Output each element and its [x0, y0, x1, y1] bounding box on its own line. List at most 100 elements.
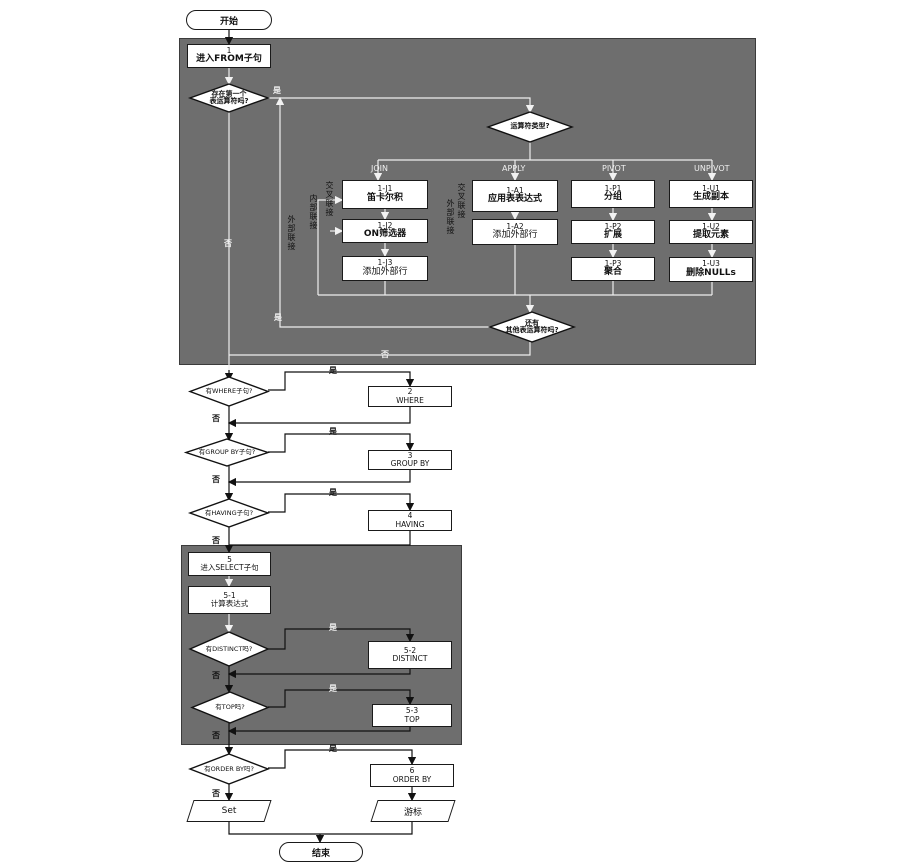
decision-operator-type: 运算符类型? — [485, 111, 575, 143]
end-terminal: 结束 — [279, 842, 363, 862]
step-number: 1-U1 — [702, 183, 720, 193]
step-6-order-by: 6 ORDER BY — [370, 764, 454, 787]
output-set-label: Set — [221, 806, 237, 816]
no-label-having: 否 — [212, 536, 220, 545]
output-cursor: 游标 — [374, 800, 452, 822]
step-number: 6 — [409, 766, 415, 776]
step-1-u3-remove-nulls: 1-U3 删除NULLs — [669, 257, 753, 282]
step-text: 进入FROM子句 — [196, 54, 262, 65]
step-number: 1-U2 — [702, 221, 720, 231]
step-1-p3-aggregate: 1-P3 聚合 — [571, 257, 655, 281]
step-text: 计算表达式 — [210, 599, 249, 608]
step-text: 提取元素 — [692, 230, 729, 241]
step-1-enter-from: 1 进入FROM子句 — [187, 44, 271, 68]
step-2-where: 2 WHERE — [368, 386, 452, 407]
decision-order-by: 有ORDER BY吗? — [188, 753, 270, 785]
label-cross-apply: 交叉联接 — [457, 183, 466, 219]
step-text: 进入SELECT子句 — [200, 563, 259, 572]
step-text: ORDER BY — [392, 774, 432, 784]
step-number: 3 — [407, 450, 413, 460]
start-terminal: 开始 — [186, 10, 272, 30]
decision-having: 有HAVING子句? — [187, 498, 271, 528]
branch-label-unpivot: UNPIVOT — [694, 164, 730, 173]
label-inner-join: 内部联接 — [309, 194, 318, 230]
step-1-u2-extract-elements: 1-U2 提取元素 — [669, 220, 753, 244]
branch-label-pivot: PIVOT — [602, 164, 626, 173]
step-number: 1-P1 — [604, 183, 622, 193]
step-text: DISTINCT — [392, 654, 428, 663]
yes-label-group-by: 是 — [329, 427, 337, 436]
decision-more-operators: 还有 其他表运算符吗? — [487, 311, 577, 343]
decision-distinct: 有DISTINCT吗? — [188, 631, 270, 667]
step-number: 5-2 — [403, 645, 417, 655]
step-number: 1 — [226, 45, 232, 55]
no-label-order-by: 否 — [212, 789, 220, 798]
label-outer-apply: 外部联接 — [446, 199, 455, 235]
step-number: 5-1 — [223, 590, 236, 600]
step-1-a2-add-outer: 1-A2 添加外部行 — [472, 219, 558, 245]
label-cross-join: 交叉联接 — [325, 181, 334, 217]
step-1-p1-group: 1-P1 分组 — [571, 180, 655, 208]
step-number: 1-P3 — [604, 258, 622, 268]
step-number: 1-J2 — [377, 220, 393, 230]
yes-label-order-by: 是 — [329, 744, 337, 753]
decision-line-2: 表运算符吗? — [209, 97, 249, 105]
decision-line-1: 有HAVING子句? — [204, 508, 254, 517]
step-text: 生成副本 — [692, 192, 729, 203]
no-label-distinct: 否 — [212, 671, 220, 680]
output-cursor-label: 游标 — [403, 807, 422, 818]
decision-top: 有TOP吗? — [190, 691, 270, 724]
step-text: 添加外部行 — [362, 266, 408, 277]
step-1-j1-cartesian: 1-J1 笛卡尔积 — [342, 180, 428, 209]
decision-line-1: 有TOP吗? — [215, 703, 245, 712]
label-outer-join: 外部联接 — [287, 215, 296, 251]
no-label-group-by: 否 — [212, 475, 220, 484]
step-1-j2-on-filter: 1-J2 ON筛选器 — [342, 219, 428, 243]
decision-line-1: 有GROUP BY子句? — [198, 448, 256, 457]
step-text: 笛卡尔积 — [366, 192, 403, 203]
step-5-2-distinct: 5-2 DISTINCT — [368, 641, 452, 669]
decision-first-operator: 存在第一个 表运算符吗? — [187, 83, 271, 113]
step-text: 应用表表达式 — [487, 194, 542, 205]
yes-label-top: 是 — [329, 684, 337, 693]
yes-label-more-ops: 是 — [274, 313, 282, 322]
step-1-p2-spread: 1-P2 扩展 — [571, 220, 655, 244]
from-clause-region — [179, 38, 756, 365]
decision-line-1: 存在第一个 — [211, 89, 247, 98]
branch-label-apply: APPLY — [502, 164, 526, 173]
decision-line-1: 有WHERE子句? — [205, 387, 253, 396]
step-5-enter-select: 5 进入SELECT子句 — [188, 552, 271, 576]
step-text: HAVING — [395, 519, 425, 529]
step-number: 1-A2 — [506, 221, 524, 231]
branch-label-join: JOIN — [371, 164, 388, 173]
no-label-more-ops: 否 — [381, 350, 389, 359]
decision-group-by: 有GROUP BY子句? — [183, 438, 271, 467]
decision-line-1: 运算符类型? — [510, 122, 550, 131]
step-1-u1-generate-copies: 1-U1 生成副本 — [669, 180, 753, 208]
step-number: 5-3 — [405, 706, 419, 716]
step-number: 4 — [407, 511, 413, 521]
decision-line-2: 其他表运算符吗? — [505, 326, 559, 334]
step-number: 1-U3 — [702, 259, 720, 269]
step-text: ON筛选器 — [363, 229, 407, 240]
step-text: 分组 — [603, 192, 622, 203]
step-number: 2 — [407, 387, 413, 397]
yes-label-having: 是 — [329, 488, 337, 497]
start-label: 开始 — [219, 16, 238, 27]
step-4-having: 4 HAVING — [368, 510, 452, 531]
step-5-1-compute-expressions: 5-1 计算表达式 — [188, 586, 271, 614]
no-label-where: 否 — [212, 414, 220, 423]
yes-label-where: 是 — [329, 366, 337, 375]
step-number: 1-J3 — [377, 258, 393, 268]
step-text: TOP — [404, 714, 420, 724]
decision-line-1: 有ORDER BY吗? — [204, 764, 254, 773]
step-5-3-top: 5-3 TOP — [372, 704, 452, 727]
no-label-top: 否 — [212, 731, 220, 740]
step-text: 聚合 — [603, 267, 622, 278]
step-1-j3-add-outer: 1-J3 添加外部行 — [342, 256, 428, 281]
step-number: 5 — [227, 554, 232, 564]
step-text: WHERE — [396, 395, 424, 405]
step-1-a1-apply-table-expr: 1-A1 应用表表达式 — [472, 180, 558, 212]
